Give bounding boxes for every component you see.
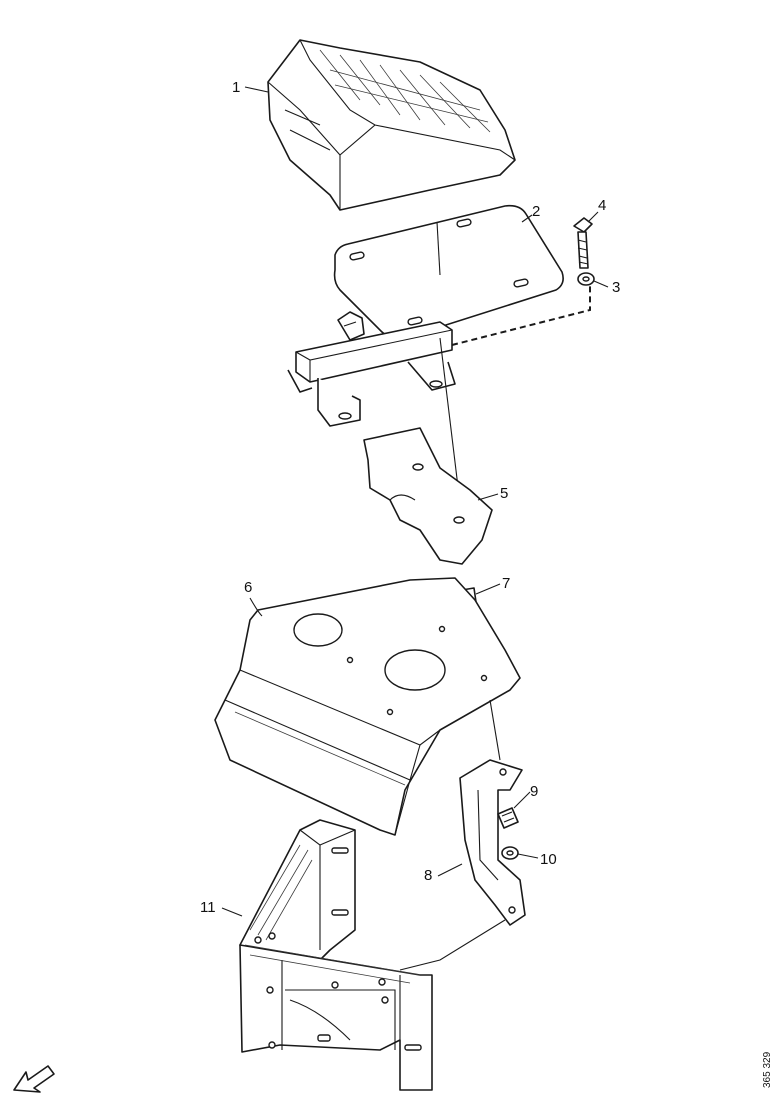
seat-slide-rail <box>287 311 463 521</box>
part-5-mount-plate <box>363 427 493 565</box>
callout-3: 3 <box>612 279 620 296</box>
part-2-seat-plate <box>333 204 564 340</box>
callout-6: 6 <box>244 579 252 596</box>
part-11-base-frame <box>239 819 433 1091</box>
part-4-bolt <box>573 217 593 269</box>
part-9-bolt <box>497 807 519 829</box>
callout-4: 4 <box>598 197 606 214</box>
callout-leaders <box>221 86 609 917</box>
callout-8: 8 <box>424 867 432 884</box>
callout-7: 7 <box>502 575 510 592</box>
callout-2: 2 <box>532 203 540 220</box>
reference-code: 365 329 <box>762 1051 773 1088</box>
part-3-washer <box>577 272 595 286</box>
callout-10: 10 <box>540 851 557 868</box>
callout-1: 1 <box>232 79 240 96</box>
callout-11: 11 <box>200 899 216 916</box>
assembly-line-dashed <box>451 285 591 346</box>
callout-9: 9 <box>530 783 538 800</box>
part-6-console-cover <box>214 577 521 836</box>
arrow-down-left-icon <box>13 1065 55 1093</box>
part-10-nut <box>501 846 519 860</box>
part-8-side-bracket <box>399 759 526 971</box>
callout-5: 5 <box>500 485 508 502</box>
part-1-seat <box>267 39 516 211</box>
